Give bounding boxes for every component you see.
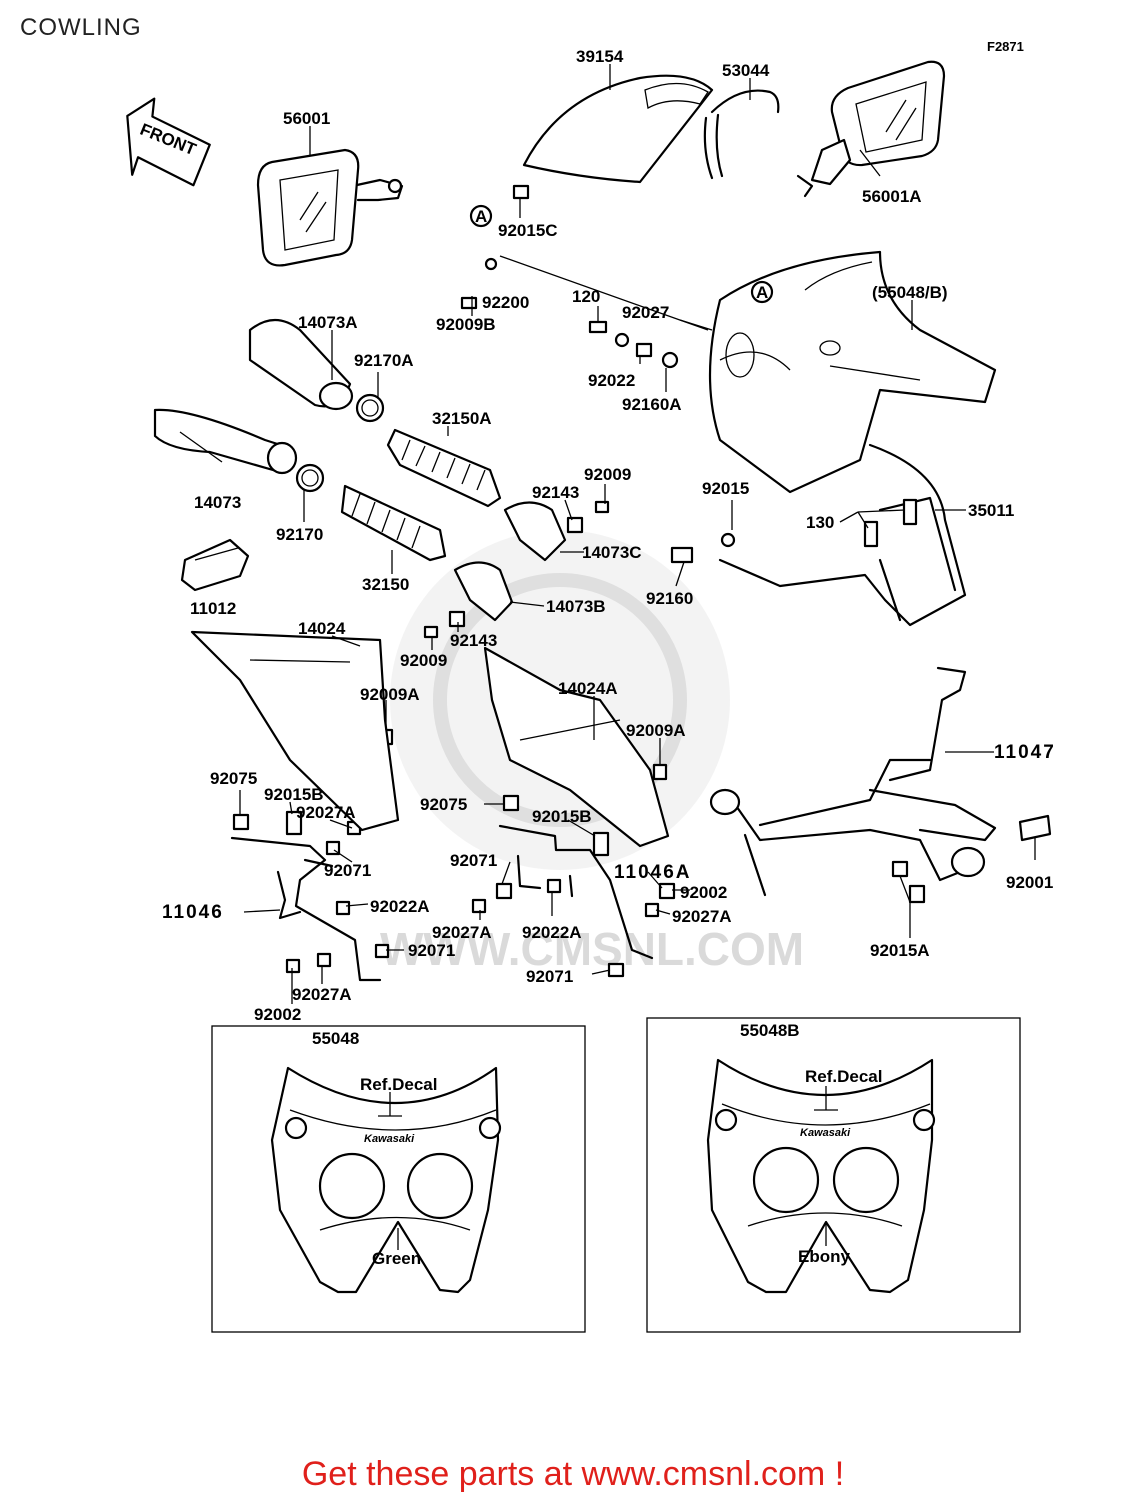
front-arrow-icon: FRONT <box>126 97 211 187</box>
label-92022A-b: 92022A <box>522 923 582 942</box>
label-32150: 32150 <box>362 575 409 594</box>
label-92027: 92027 <box>622 303 669 322</box>
label-92170: 92170 <box>276 525 323 544</box>
label-35011: 35011 <box>968 501 1014 520</box>
inset-brand-55048: Kawasaki <box>364 1133 415 1145</box>
label-11047: 11047 <box>994 742 1056 763</box>
elbow-14073C <box>503 501 567 562</box>
label-92015B-a: 92015B <box>264 785 324 804</box>
promo-link[interactable]: Get these parts at www.cmsnl.com ! <box>301 1455 845 1493</box>
label-39154: 39154 <box>576 47 624 66</box>
svg-text:A: A <box>475 207 487 226</box>
hose-32150 <box>340 484 447 562</box>
label-92160A: 92160A <box>622 395 682 414</box>
clamp-92170 <box>295 463 325 493</box>
label-92027A-a: 92027A <box>296 803 356 822</box>
label-92009-a: 92009 <box>584 465 631 484</box>
label-92200: 92200 <box>482 293 529 312</box>
inner-panel-14024A <box>483 646 670 848</box>
air-duct-14073A <box>248 318 354 411</box>
label-92009B: 92009B <box>436 315 496 334</box>
mirror-right <box>796 60 946 198</box>
label-92143-b: 92143 <box>450 631 497 650</box>
label-55048-ref: (55048/B) <box>872 283 948 302</box>
mirror-left <box>256 148 404 267</box>
hose-32150A <box>386 428 502 508</box>
label-53044: 53044 <box>722 61 770 80</box>
label-14073: 14073 <box>194 493 241 512</box>
label-11046A: 11046A <box>614 862 692 883</box>
windshield-trim <box>703 89 780 180</box>
label-92022: 92022 <box>588 371 635 390</box>
callout-a-2: A <box>750 280 774 304</box>
label-92160: 92160 <box>646 589 693 608</box>
cowling-stay <box>718 443 967 627</box>
bracket-11046A <box>498 824 654 960</box>
label-92027A-c: 92027A <box>672 907 732 926</box>
label-92071-b: 92071 <box>408 941 455 960</box>
label-14073B: 14073B <box>546 597 606 616</box>
emblem-11012 <box>180 538 250 592</box>
inset-55048: 55048 Ref.Decal Kawasaki Green <box>211 1025 586 1333</box>
label-92143-a: 92143 <box>532 483 579 502</box>
label-92002-a: 92002 <box>254 1005 301 1024</box>
label-92015A: 92015A <box>870 941 930 960</box>
label-92009A-b: 92009A <box>626 721 686 740</box>
label-92071-c: 92071 <box>450 851 497 870</box>
inset-55048B: 55048B Ref.Decal Kawasaki Ebony <box>646 1017 1021 1333</box>
label-11046: 11046 <box>162 902 224 923</box>
clamp-92170A <box>355 393 385 423</box>
figure-code: F2871 <box>987 39 1024 54</box>
label-92075-b: 92075 <box>420 795 467 814</box>
label-120: 120 <box>572 287 600 306</box>
air-duct-14073 <box>153 408 298 475</box>
fasteners <box>232 184 1052 978</box>
svg-text:A: A <box>756 283 768 302</box>
label-92009A-a: 92009A <box>360 685 420 704</box>
label-92015C: 92015C <box>498 221 558 240</box>
label-92002-b: 92002 <box>680 883 727 902</box>
cowling-frame-11047 <box>709 666 997 897</box>
inner-panel-14024 <box>190 630 400 832</box>
label-92015: 92015 <box>702 479 749 498</box>
leader-lines <box>179 64 1036 1004</box>
label-56001A: 56001A <box>862 187 922 206</box>
inset-color-55048B: Ebony <box>798 1247 850 1266</box>
label-92075-a: 92075 <box>210 769 257 788</box>
label-14073A: 14073A <box>298 313 358 332</box>
inset-color-55048: Green <box>372 1249 421 1268</box>
label-32150A: 32150A <box>432 409 492 428</box>
label-92071-a: 92071 <box>324 861 371 880</box>
label-56001: 56001 <box>283 109 330 128</box>
label-14024: 14024 <box>298 619 346 638</box>
page-title: COWLING <box>20 14 142 41</box>
label-14073C: 14073C <box>582 543 642 562</box>
label-92027A-b: 92027A <box>292 985 352 1004</box>
callout-a-1: A <box>469 204 493 228</box>
elbow-14073B <box>453 561 514 622</box>
label-11012: 11012 <box>190 599 236 618</box>
inset-part-55048B: 55048B <box>740 1021 800 1040</box>
bracket-11046 <box>230 836 382 982</box>
part-labels: 39154 53044 56001 56001A 92015C 92200 92… <box>162 47 1056 1024</box>
watermark-text: WWW.CMSNL.COM <box>380 923 804 975</box>
label-92071-d: 92071 <box>526 967 573 986</box>
label-92015B-b: 92015B <box>532 807 592 826</box>
label-92022A-a: 92022A <box>370 897 430 916</box>
label-92009-b: 92009 <box>400 651 447 670</box>
inset-part-55048: 55048 <box>312 1029 359 1048</box>
label-92170A: 92170A <box>354 351 414 370</box>
inset-decal-55048B: Ref.Decal <box>805 1067 882 1086</box>
windshield <box>522 74 714 184</box>
inset-decal-55048: Ref.Decal <box>360 1075 437 1094</box>
upper-cowling <box>708 250 997 494</box>
label-14024A: 14024A <box>558 679 618 698</box>
label-92001: 92001 <box>1006 873 1053 892</box>
label-130: 130 <box>806 513 834 532</box>
inset-brand-55048B: Kawasaki <box>800 1127 851 1139</box>
label-92027A-d: 92027A <box>432 923 492 942</box>
